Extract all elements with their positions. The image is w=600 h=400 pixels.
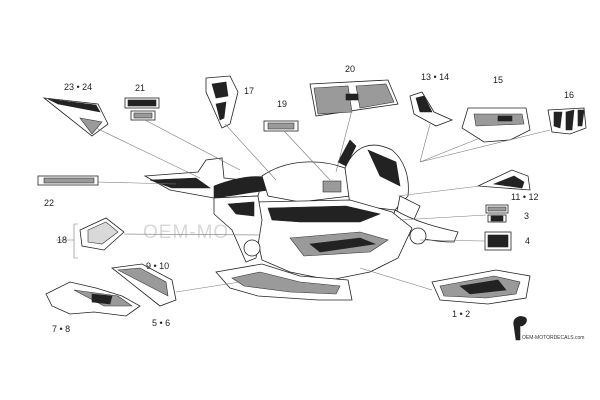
decal-20	[309, 79, 399, 117]
brand-logo-text: OEM-MOTORDECALS.com	[522, 335, 584, 341]
callout-5-6: 5 • 6	[152, 318, 170, 328]
callout-20: 20	[345, 64, 355, 74]
decal-11-12	[476, 169, 531, 191]
callout-1-2: 1 • 2	[452, 309, 470, 319]
decal-19	[263, 120, 299, 132]
decal-5-8	[45, 281, 141, 317]
callout-13-14: 13 • 14	[421, 72, 449, 82]
decal-4	[484, 231, 512, 251]
callout-7-8: 7 • 8	[52, 324, 70, 334]
callout-19: 19	[277, 99, 287, 109]
decal-18	[79, 217, 125, 251]
decal-13-14	[409, 91, 454, 127]
brand-logo: OEM-MOTORDECALS.com	[513, 316, 584, 341]
decal-23-24	[42, 97, 109, 137]
leader-lines	[56, 109, 551, 293]
decal-21	[124, 97, 160, 121]
callout-9-10: 9 • 10	[146, 261, 169, 271]
decal-9-10	[111, 263, 177, 307]
callout-23-24: 23 • 24	[64, 82, 92, 92]
callout-labels: 23 • 24 21 17 20 13 • 14 15 16 19 22 11 …	[44, 64, 574, 334]
callout-21: 21	[135, 83, 145, 93]
callout-17: 17	[244, 86, 254, 96]
decal-16	[547, 107, 587, 135]
decal-22	[37, 175, 99, 186]
motorcycle-fairing	[143, 139, 459, 301]
decal-3	[485, 204, 509, 223]
decal-17	[205, 75, 239, 129]
callout-15: 15	[493, 75, 503, 85]
callout-11-12: 11 • 12	[511, 192, 539, 202]
decal-1-2	[431, 269, 531, 305]
callout-16: 16	[564, 90, 574, 100]
callout-22: 22	[44, 198, 54, 208]
callout-4: 4	[525, 236, 530, 246]
decal-15	[461, 107, 531, 143]
callout-3: 3	[524, 211, 529, 221]
callout-18: 18	[57, 235, 67, 245]
